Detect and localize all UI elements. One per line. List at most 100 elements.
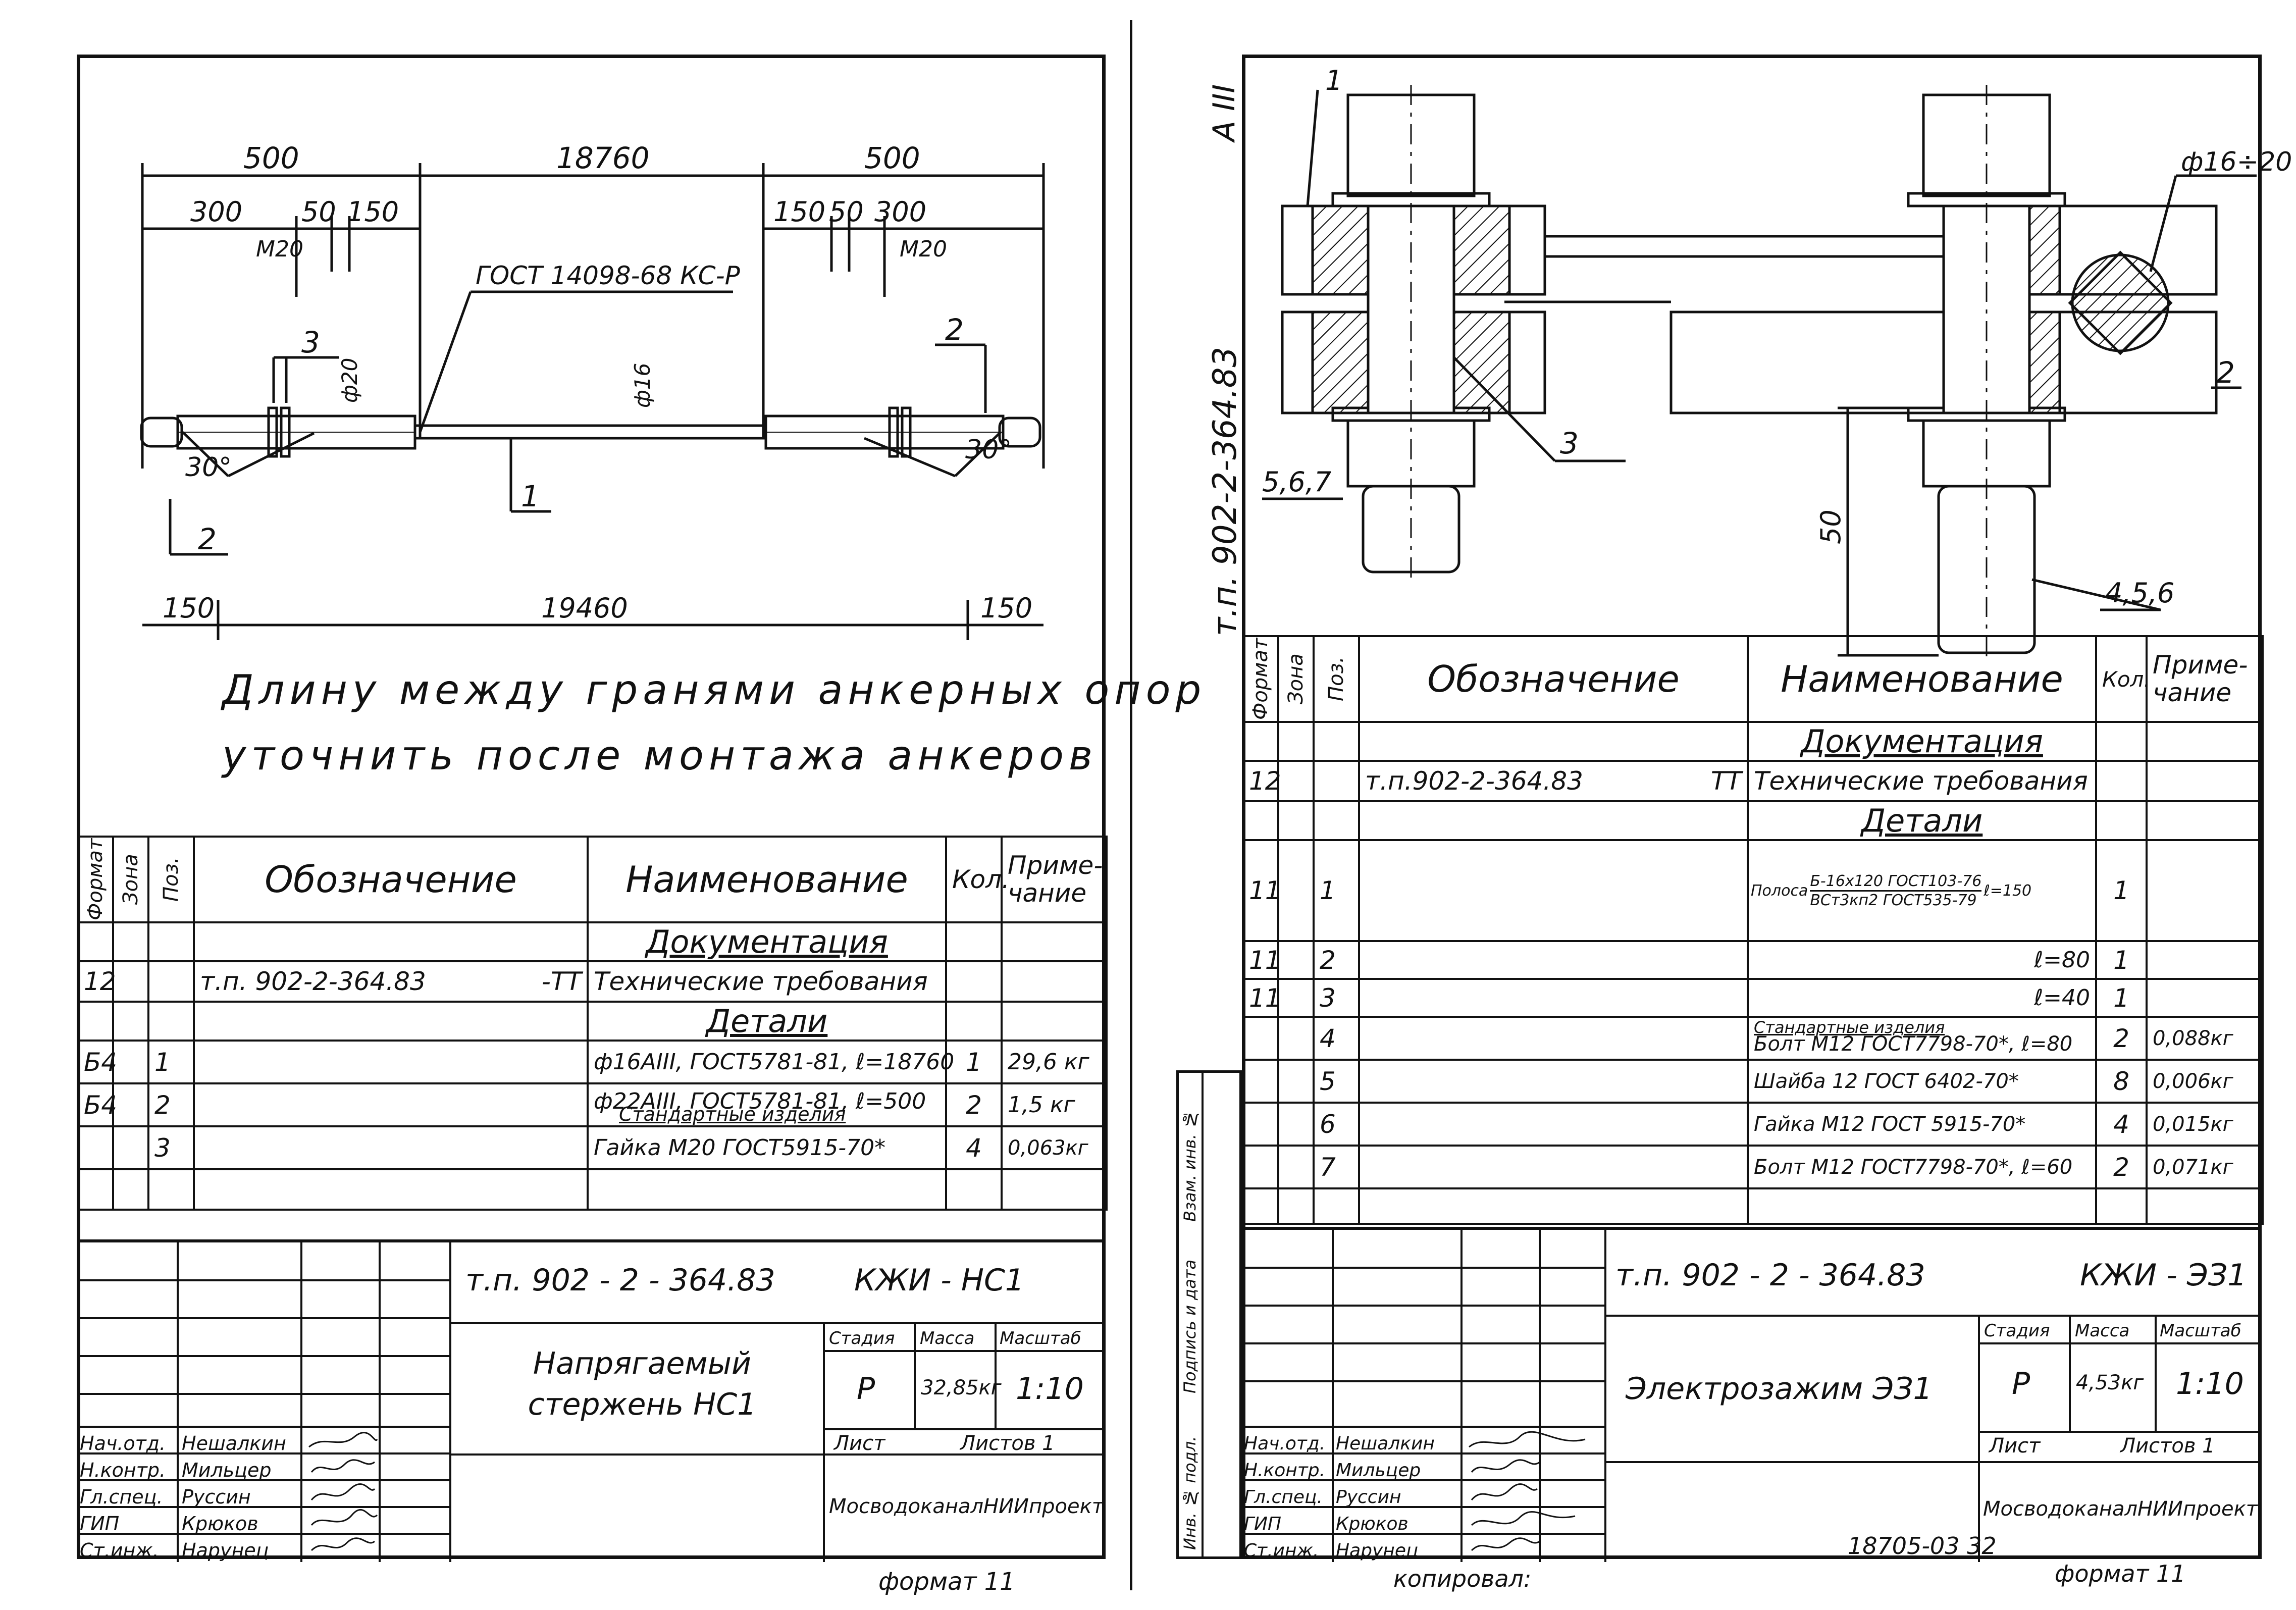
dim-50-right: 50 — [829, 196, 864, 228]
spec-h-name: Наименование — [587, 836, 947, 923]
spec-h-pos: Поз. — [148, 837, 194, 922]
spec-row3-qty: 4 — [945, 1125, 1003, 1170]
rspec-row2-qty: 1 — [2095, 940, 2148, 980]
rspec-row1-pre: Полоса — [1751, 881, 1808, 900]
dim-150-right: 150 — [773, 196, 825, 228]
rspec-row5-pos: 5 — [1313, 1059, 1360, 1104]
right-mass-h: Масса — [2075, 1321, 2130, 1341]
clamp-pos-2: 2 — [2216, 355, 2235, 390]
rspec-row1-format: 11 — [1242, 839, 1281, 942]
pos-2-right-label: 2 — [945, 313, 964, 347]
right-scale-h: Масштаб — [2160, 1321, 2241, 1341]
left-scale: 1:10 — [1016, 1371, 1084, 1407]
dim-300-right: 300 — [874, 196, 926, 228]
rspec-h-note: Приме-чание — [2146, 635, 2264, 723]
rspec-row1-qty: 1 — [2095, 839, 2148, 942]
right-title-grid — [1242, 1230, 2262, 1562]
right-org: МосводоканалНИИпроект — [1983, 1497, 2258, 1521]
dia-20-label: ф20 — [337, 358, 362, 403]
rspec-row2-name: ℓ=80 — [1747, 940, 2097, 980]
spec-row3-pos: 3 — [147, 1125, 195, 1170]
rspec-row4-note: 0,088кг — [2146, 1016, 2264, 1061]
rspec-doc-designation: т.п.902-2-364.83 — [1365, 766, 1583, 796]
right-scale: 1:10 — [2176, 1366, 2244, 1401]
thread-m20-left: M20 — [256, 236, 303, 262]
clamp-dia-label: ф16÷20 — [2181, 147, 2292, 177]
rspec-row7-pos: 7 — [1313, 1145, 1360, 1189]
rspec-row1-top: Б-16х120 ГОСТ103-76 — [1810, 872, 1982, 892]
left-code: т.п. 902 - 2 - 364.83 — [465, 1263, 775, 1298]
right-binding-strip — [1176, 1070, 1242, 1559]
rspec-row7-name: Болт М12 ГОСТ7798-70*, ℓ=60 — [1747, 1145, 2097, 1189]
rspec-row6-note: 0,015кг — [2146, 1102, 2264, 1147]
pos-3-label: 3 — [301, 325, 320, 359]
right-spec-table: Формат Зона Поз. Обозначение Наименовани… — [1242, 635, 2264, 1225]
spec-h-format: Формат — [78, 837, 113, 922]
dim-500-right: 500 — [864, 141, 920, 175]
rspec-h-format: Формат — [1243, 636, 1278, 722]
spec-row2-format: Б4 — [77, 1082, 117, 1127]
thread-m20-right: M20 — [900, 236, 947, 262]
rspec-row3-name: ℓ=40 — [1747, 978, 2097, 1018]
spec-doc-name: Технические требования — [587, 960, 947, 1003]
rspec-h-zone: Зона — [1278, 636, 1314, 722]
dim-50-left: 50 — [301, 196, 336, 228]
pos-1-label: 1 — [521, 479, 540, 513]
spec-row1-format: Б4 — [77, 1040, 117, 1084]
left-scale-h: Масштаб — [1000, 1328, 1081, 1348]
spec-h-zone: Зона — [113, 837, 148, 922]
right-signatures — [1469, 1431, 1586, 1551]
binding-strip-divider — [1202, 1070, 1204, 1559]
left-title-grid — [77, 1242, 1106, 1562]
right-sheet-h: Лист — [1989, 1434, 2041, 1458]
spec-row1-qty: 1 — [945, 1040, 1003, 1084]
rspec-row1-pos: 1 — [1313, 839, 1360, 942]
side-label-replace: Взам. инв. № — [1180, 1110, 1199, 1222]
rspec-h-name: Наименование — [1747, 635, 2097, 723]
note-line-2: уточнить после монтажа анкеров — [222, 732, 1098, 779]
rspec-section-doc: Документация — [1747, 721, 2097, 762]
spec-row2-name: ф22АIII, ГОСТ5781-81, ℓ=500 — [594, 1088, 926, 1114]
spec-section-doc: Документация — [587, 921, 947, 962]
rspec-row1-len: ℓ=150 — [1984, 881, 2032, 900]
gost-label: ГОСТ 14098-68 КС-Р — [476, 261, 741, 290]
rspec-doc-format: 12 — [1242, 760, 1281, 802]
rspec-row7-qty: 2 — [2095, 1145, 2148, 1189]
rspec-row6-pos: 6 — [1313, 1102, 1360, 1147]
left-sheet-h: Лист — [834, 1432, 885, 1455]
right-clamp-drawing: 1 ф16÷20 2 3 5,6,7 4,5,6 50 — [1262, 65, 2292, 660]
clamp-pos-1: 1 — [1325, 65, 1342, 96]
rspec-std-items: Стандартные изделия — [1754, 1018, 1945, 1037]
note-line-1: Длину между гранями анкерных опор — [222, 666, 1207, 713]
rspec-row5-name: Шайба 12 ГОСТ 6402-70* — [1747, 1059, 2097, 1104]
dim-150-bottom-left: 150 — [163, 592, 215, 624]
spec-row2-pos: 2 — [147, 1082, 195, 1127]
dim-150-bottom-right: 150 — [980, 592, 1032, 624]
rspec-row5-note: 0,006кг — [2146, 1059, 2264, 1104]
dim-150-left: 150 — [347, 196, 399, 228]
right-code: т.п. 902 - 2 - 364.83 — [1615, 1258, 1925, 1293]
right-mass: 4,53кг — [2076, 1371, 2144, 1394]
left-sheet-code: КЖИ - НС1 — [854, 1263, 1025, 1298]
clamp-pos-3: 3 — [1560, 426, 1579, 460]
side-label-inventory: Инв. № подл. — [1180, 1436, 1199, 1550]
spec-h-qty: Кол. — [945, 836, 1010, 923]
rspec-h-pos: Поз. — [1314, 636, 1359, 722]
left-signatures — [308, 1432, 378, 1551]
rspec-row1-bottom: ВСт3кп2 ГОСТ535-79 — [1810, 891, 1977, 909]
rspec-section-parts: Детали — [1747, 800, 2097, 841]
right-side-code: т.п. 902-2-364.83 — [1207, 346, 1244, 636]
left-sheets-h: Листов 1 — [960, 1432, 1055, 1455]
left-stage: Р — [857, 1371, 875, 1407]
left-mass-h: Масса — [920, 1328, 975, 1348]
copied-by-label: копировал: — [1393, 1565, 1532, 1592]
right-stage-h: Стадия — [1984, 1321, 2050, 1341]
spec-row3-note: 0,063кг — [1001, 1125, 1108, 1170]
left-sheet-frame — [77, 55, 1106, 1559]
left-rod-drawing: 500 18760 500 300 50 150 150 50 300 M20 … — [140, 141, 1045, 640]
left-stage-h: Стадия — [829, 1328, 895, 1348]
left-org: МосводоканалНИИпроект — [829, 1495, 1104, 1518]
right-stage: Р — [2012, 1366, 2030, 1401]
